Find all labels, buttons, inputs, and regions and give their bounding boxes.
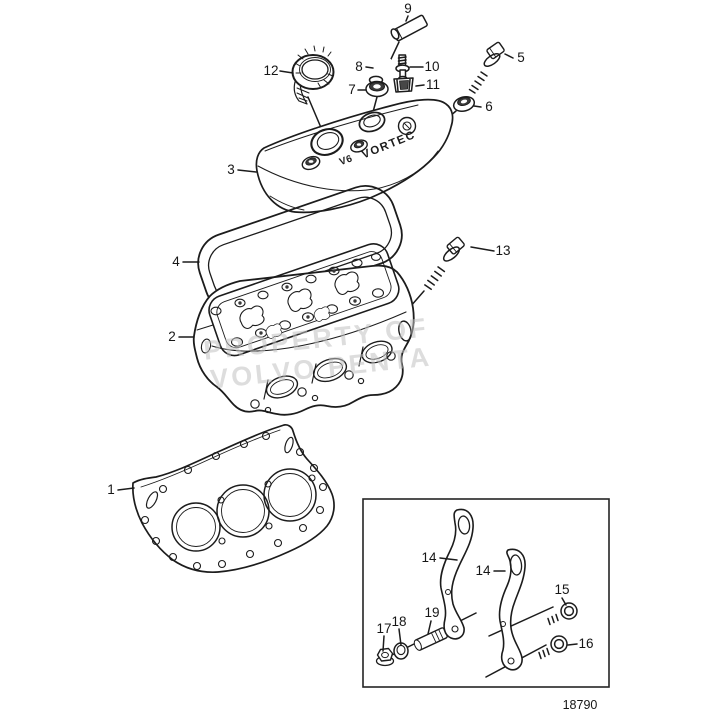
part-19-stud	[413, 627, 448, 651]
part-11-cap	[393, 77, 414, 93]
part-14-bracket-right	[498, 548, 526, 671]
callout-14-right: 14	[475, 563, 491, 578]
part-12-oil-fill-cap	[291, 45, 335, 105]
callout-14-left: 14	[421, 550, 437, 565]
part-13-bolt	[424, 236, 465, 291]
callout-19: 19	[424, 605, 439, 620]
callout-13: 13	[495, 243, 510, 258]
callout-10: 10	[424, 59, 439, 74]
callout-5: 5	[517, 50, 525, 65]
callout-15: 15	[554, 582, 569, 597]
callout-3: 3	[227, 162, 235, 177]
part-16-bolt	[536, 635, 568, 660]
callout-12: 12	[263, 63, 278, 78]
part-5-bolt	[468, 41, 505, 94]
callout-7: 7	[348, 82, 356, 97]
part-2-cylinder-head	[192, 243, 415, 416]
callout-11: 11	[426, 77, 440, 92]
part-8-elbow-fitting	[368, 58, 392, 85]
valve-cover-v6-marking: V6	[338, 153, 354, 168]
callout-9: 9	[404, 1, 412, 16]
part-7-grommet	[365, 80, 389, 98]
callout-4: 4	[172, 254, 180, 269]
callout-labels: 9 12 8 10 7 11 5 6 3 4 13 2 1 14 14 15 1…	[107, 1, 593, 651]
part-1-head-gasket	[132, 423, 335, 573]
drawing-number: 18790	[563, 698, 598, 712]
callout-leader-lines	[117, 53, 578, 652]
part-10-fitting	[395, 54, 410, 82]
part-3-valve-cover: V6 VORTEC	[255, 98, 454, 214]
part-6-grommet	[452, 95, 476, 113]
part-17-nut	[375, 647, 395, 667]
callout-17: 17	[376, 621, 391, 636]
callout-8: 8	[355, 59, 363, 74]
callout-1: 1	[107, 482, 115, 497]
part-14-bracket-left	[439, 508, 474, 640]
callout-6: 6	[485, 99, 493, 114]
callout-16: 16	[578, 636, 593, 651]
callout-18: 18	[391, 614, 406, 629]
inset-box	[362, 498, 610, 688]
callout-2: 2	[168, 329, 176, 344]
part-9-hose	[390, 14, 428, 42]
part-15-bolt	[545, 602, 578, 626]
